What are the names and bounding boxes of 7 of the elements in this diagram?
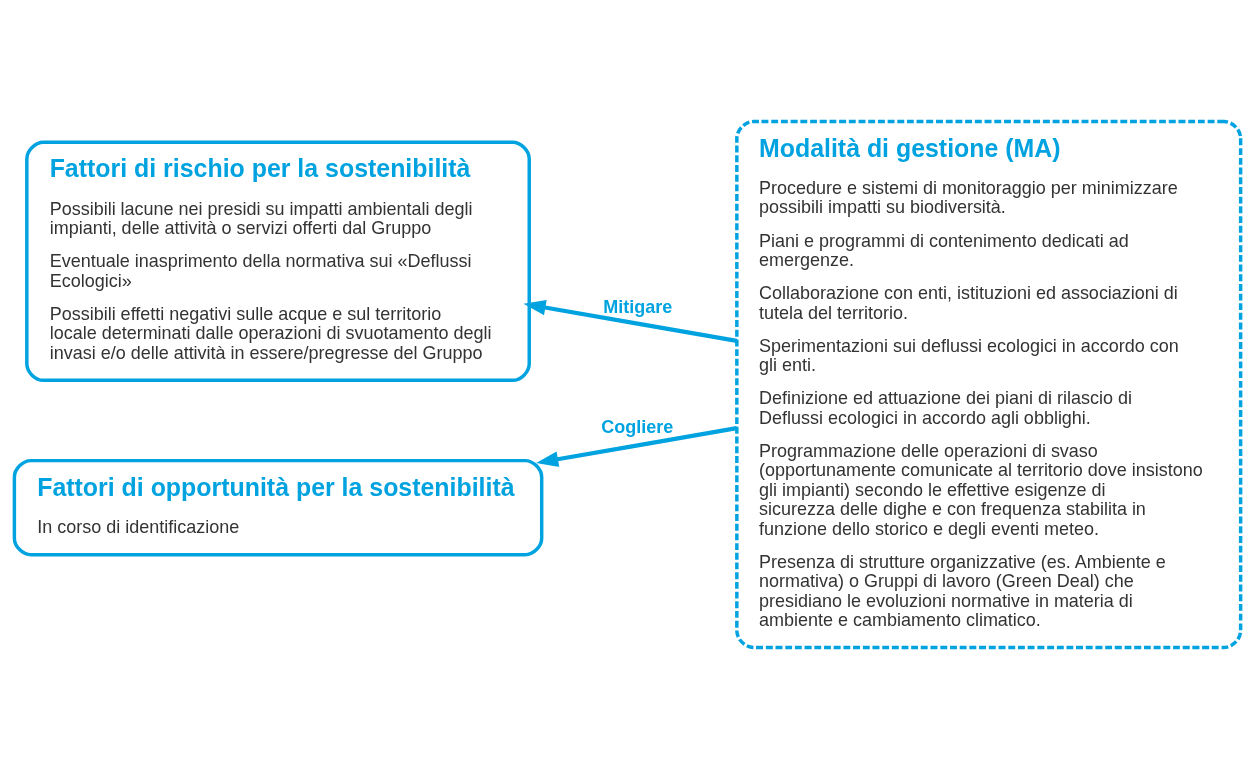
edge-label: Cogliere (601, 417, 674, 438)
node-box: Fattori di rischio per la sostenibilità Possibili lacune nei presidi su impatti ambientali degli impianti, delle attività o servizi offerti dal Gruppo Eventuale inasprimento della normativa sui «Deflussi Ecologici» Possibili effetti negativi sulle acque e sul territorio locale determinati dalle operazioni di svuotamento degli invasi e/o delle attività in essere/pregresse del Gruppo (25, 140, 531, 383)
arrow (536, 426, 738, 467)
node-box: Modalità di gestione (MA) Procedure e sistemi di monitoraggio per minimizzare possibili impatti su biodiversità. Piani e programmi di contenimento dedicati ad emergenze. Collaborazione con enti, istituzioni ed associazioni di tutela del territorio. Sperimentazioni sui deflussi ecologici in accordo con gli enti. Definizione ed attuazione dei piani di rilascio di Deflussi ecologici in accordo agli obblighi. Programmazione delle operazioni di svaso (opportunamente comunicate al territorio dove insistono gli impianti) secondo le effettive esigenze di sicurezza delle dighe e con frequenza stabilita in funzione dello storico e degli eventi meteo. Presenza di strutture organizzative (es. Ambiente e normativa) o Gruppi di lavoro (Green Deal) che presidiano le evoluzioni normative in materia di ambiente e cambiamento climatico. (735, 119, 1243, 650)
arrow (523, 299, 738, 343)
edge-label: Mitigare (603, 297, 673, 318)
node-box: Fattori di opportunità per la sostenibilità In corso di identificazione (12, 458, 544, 557)
